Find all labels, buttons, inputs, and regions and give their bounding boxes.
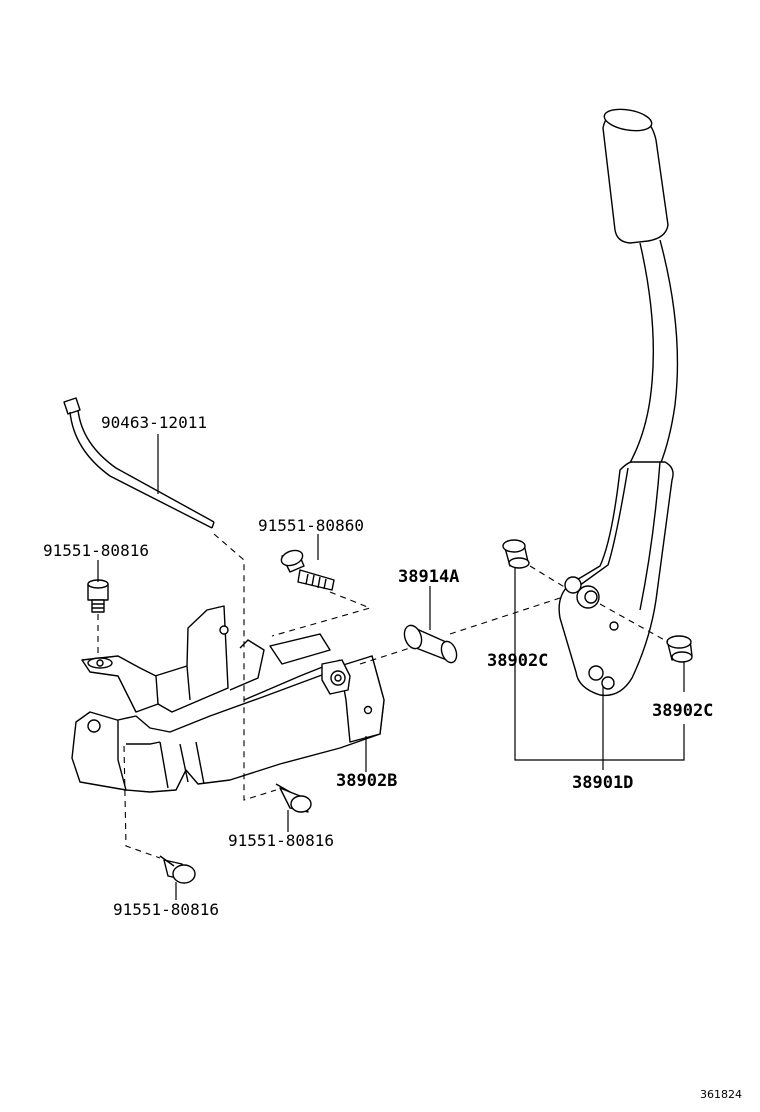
collar [403, 624, 458, 664]
bolt-upper [280, 549, 335, 591]
label-bolt-lower-mid: 91551-80816 [228, 831, 334, 850]
lever-knob [602, 111, 669, 244]
lever-shaft [625, 242, 655, 471]
label-collar: 38914A [398, 567, 459, 587]
label-bolt-left: 91551-80816 [43, 541, 149, 560]
bolt-lower-mid [275, 783, 312, 813]
assembly-lines [97, 533, 669, 859]
catalog-number: 361824 [700, 1088, 742, 1101]
bracket-base [117, 655, 385, 793]
label-bushing-right: 38902C [652, 701, 713, 721]
bushing-left [502, 539, 530, 569]
label-bracket: 38902B [336, 771, 397, 791]
label-bolt-upper: 91551-80860 [258, 516, 364, 535]
bolt-left [87, 579, 109, 613]
leader-lines [97, 434, 685, 900]
label-strap: 90463-12011 [101, 413, 207, 432]
strap-lead [63, 397, 215, 529]
label-bushing-left: 38902C [487, 651, 548, 671]
shift-lever-assembly [558, 108, 679, 697]
bracket-assembly [71, 605, 385, 793]
label-bolt-bottom: 91551-80816 [113, 900, 219, 919]
label-lever: 38901D [572, 773, 633, 793]
bolt-bottom [159, 855, 196, 884]
bushing-right [666, 635, 693, 663]
